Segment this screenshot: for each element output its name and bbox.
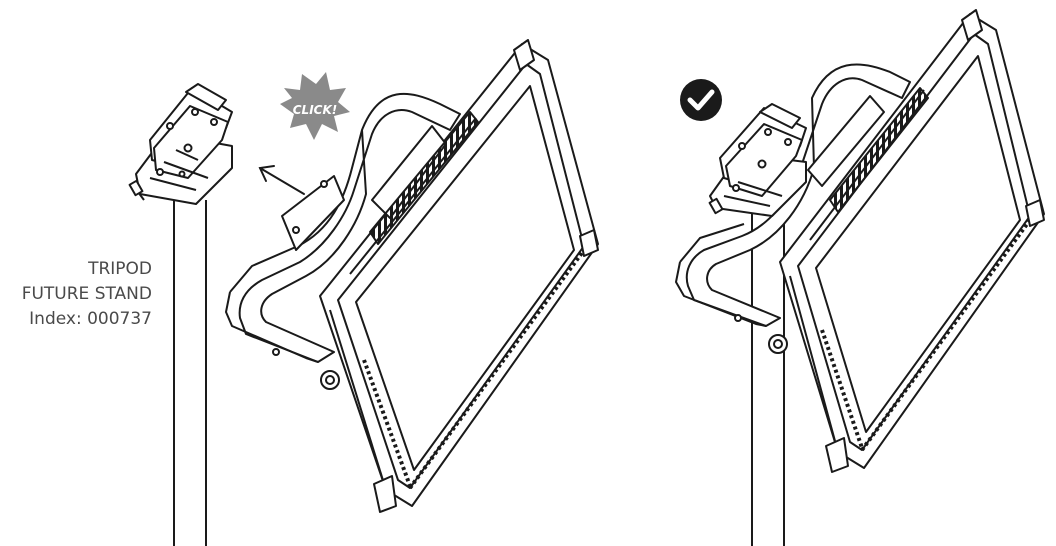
- light-panel-right: [779, 9, 1045, 473]
- arrow-up-left-icon: [258, 165, 305, 195]
- product-name-line1: TRIPOD: [88, 259, 152, 279]
- product-name-line2: FUTURE STAND: [21, 284, 152, 304]
- product-index: Index: 000737: [29, 309, 152, 329]
- stand-pole-left: [173, 200, 207, 546]
- light-panel-left: [319, 39, 599, 513]
- mount-bracket-left: [128, 83, 233, 205]
- stand-pole-right: [751, 200, 785, 546]
- mount-bracket-right: [708, 103, 807, 217]
- check-circle-icon: [680, 79, 722, 121]
- click-label: CLICK!: [293, 103, 338, 117]
- click-badge: CLICK!: [280, 72, 350, 140]
- light-yoke-left: [225, 93, 461, 390]
- light-yoke-right: [675, 63, 911, 354]
